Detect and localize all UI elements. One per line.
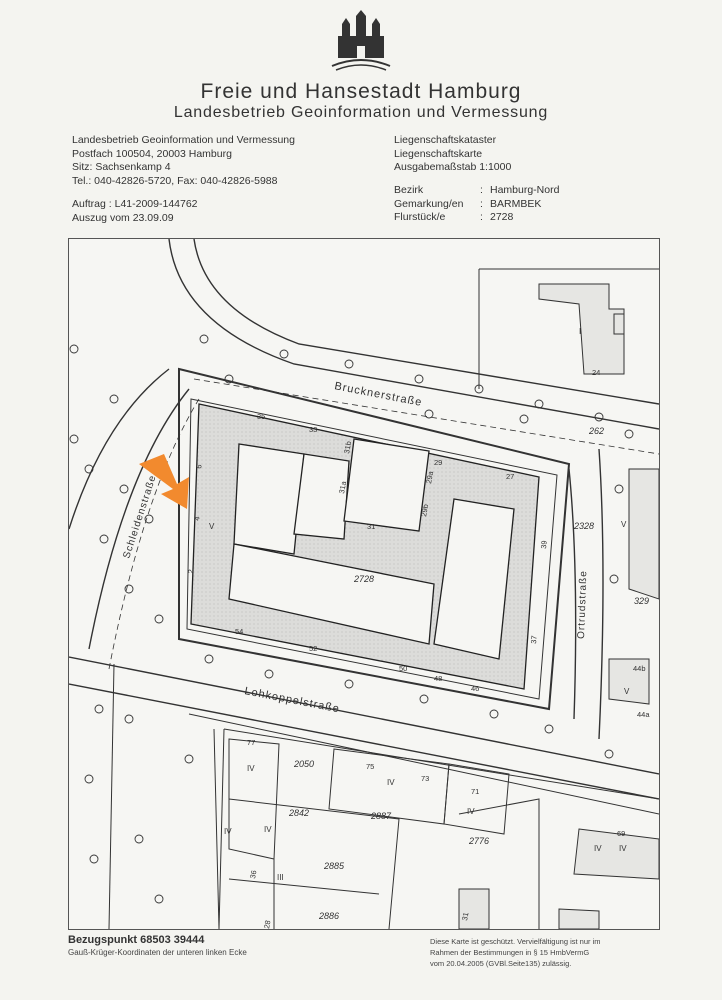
storey-label: I xyxy=(579,327,581,336)
parcel-number: 2842 xyxy=(288,808,309,818)
parcel-number: 2050 xyxy=(293,759,314,769)
house-number: 24 xyxy=(592,368,600,377)
cadastral-map[interactable]: Brucknerstraße Schleidenstraße Lohkoppel… xyxy=(68,238,660,930)
street-label-ortrudstrasse: Ortrudstraße xyxy=(576,570,589,639)
parcel-number: 329 xyxy=(634,596,649,606)
order-info: Auftrag : L41-2009-144762 Auszug vom 23.… xyxy=(72,198,198,225)
parcel-number: 2886 xyxy=(318,911,339,921)
house-number: 31 xyxy=(367,522,375,531)
storey-label: IV xyxy=(619,844,627,853)
storey-label: IV xyxy=(247,764,255,773)
house-number: 44a xyxy=(637,710,650,719)
copyright-line: Diese Karte ist geschützt. Vervielfältig… xyxy=(430,937,601,946)
house-number: 4 xyxy=(192,516,202,522)
parcel-number: 2728 xyxy=(353,574,374,584)
storey-label: IV xyxy=(264,825,272,834)
copyright-line: vom 20.04.2005 (GVBl.Seite135) zulässig. xyxy=(430,959,572,968)
order-number: Auftrag : L41-2009-144762 xyxy=(72,198,198,210)
storey-label: IV xyxy=(387,778,395,787)
address-line: Landesbetrieb Geoinformation und Vermess… xyxy=(72,134,295,146)
house-number: 52 xyxy=(309,644,317,653)
page-subtitle: Landesbetrieb Geoinformation und Vermess… xyxy=(173,104,549,121)
house-number: 35 xyxy=(257,412,265,421)
house-number: 77 xyxy=(247,738,255,747)
storey-label: IV xyxy=(467,807,475,816)
address-line: Postfach 100504, 20003 Hamburg xyxy=(72,147,232,160)
office-address: Landesbetrieb Geoinformation und Vermess… xyxy=(72,134,295,188)
storey-label: IV xyxy=(224,827,232,836)
hamburg-crest-logo xyxy=(331,10,391,71)
highlight-arrow xyxy=(139,454,189,509)
extract-date: Auszug vom 23.09.09 xyxy=(72,211,174,224)
house-number: 2 xyxy=(186,569,196,575)
storey-label: IV xyxy=(594,844,602,853)
house-number: 28 xyxy=(262,920,272,929)
address-line: Tel.: 040-42826-5720, Fax: 040-42826-598… xyxy=(72,174,278,187)
parcel-number: 262 xyxy=(588,426,604,436)
field-key: Bezirk xyxy=(394,184,424,196)
field-colon: : xyxy=(480,197,483,210)
field-row: Bezirk : Hamburg-Nord xyxy=(394,184,559,198)
parcel-number: 2328 xyxy=(573,521,594,531)
document-line: Ausgabemaßstab 1:1000 xyxy=(394,161,512,173)
parcel-fields: Bezirk : Hamburg-Nord Gemarkung/en : BAR… xyxy=(394,184,559,225)
field-key: Flurstück/e xyxy=(394,211,446,223)
parcel-number: 2887 xyxy=(370,811,392,821)
document-info: Liegenschaftskataster Liegenschaftskarte… xyxy=(394,134,511,175)
field-row: Gemarkung/en : BARMBEK xyxy=(394,198,559,212)
parcel-number: 2776 xyxy=(468,836,489,846)
reference-point: Bezugspunkt 68503 39444 Gauß-Krüger-Koor… xyxy=(68,934,247,957)
house-number: 71 xyxy=(471,787,479,796)
document-line: Liegenschaftskataster xyxy=(394,134,497,146)
house-number: 37 xyxy=(529,635,539,644)
house-number: 29a xyxy=(424,470,435,485)
street-label-lohkoppelstrasse: Lohkoppelstraße xyxy=(243,685,340,715)
house-number: 36 xyxy=(248,870,258,880)
storey-label: V xyxy=(621,520,627,529)
house-number: 54 xyxy=(235,627,243,636)
reference-point-note: Gauß-Krüger-Koordinaten der unteren link… xyxy=(68,948,247,957)
reference-point-value: Bezugspunkt 68503 39444 xyxy=(68,934,205,946)
house-number: 6 xyxy=(194,464,204,470)
house-number: 50 xyxy=(399,664,407,673)
house-number: 73 xyxy=(421,774,429,783)
house-number: 48 xyxy=(434,674,442,683)
parcel-number: 2885 xyxy=(323,861,345,871)
house-number: 31b xyxy=(342,440,353,454)
house-number: 44b xyxy=(633,664,646,673)
storey-label: III xyxy=(277,873,284,882)
field-value: 2728 xyxy=(490,211,514,223)
document-line: Liegenschaftskarte xyxy=(394,147,483,160)
field-value: Hamburg-Nord xyxy=(490,184,560,196)
house-number: 31 xyxy=(460,912,470,922)
house-number: 31a xyxy=(337,480,348,495)
house-number: 75 xyxy=(366,762,374,771)
house-number: 46 xyxy=(471,684,479,693)
field-colon: : xyxy=(480,211,483,223)
field-colon: : xyxy=(480,184,483,196)
field-value: BARMBEK xyxy=(490,197,542,210)
field-key: Gemarkung/en xyxy=(394,197,464,210)
page-title: Freie und Hansestadt Hamburg xyxy=(200,80,522,103)
copyright-notice: Diese Karte ist geschützt. Vervielfältig… xyxy=(430,936,660,969)
field-row: Flurstück/e : 2728 xyxy=(394,211,559,225)
house-number: 29b xyxy=(419,503,430,517)
house-number: 39 xyxy=(539,540,549,549)
storey-label: V xyxy=(624,687,630,696)
house-number: 29 xyxy=(434,458,442,467)
house-number: 33 xyxy=(309,425,317,434)
house-number: 69 xyxy=(617,829,625,838)
house-number: 27 xyxy=(506,472,514,481)
address-line: Sitz: Sachsenkamp 4 xyxy=(72,161,171,173)
map-canvas: Brucknerstraße Schleidenstraße Lohkoppel… xyxy=(68,238,660,930)
copyright-line: Rahmen der Bestimmungen in § 15 HmbVermG xyxy=(430,948,590,957)
storey-label: V xyxy=(209,522,215,531)
